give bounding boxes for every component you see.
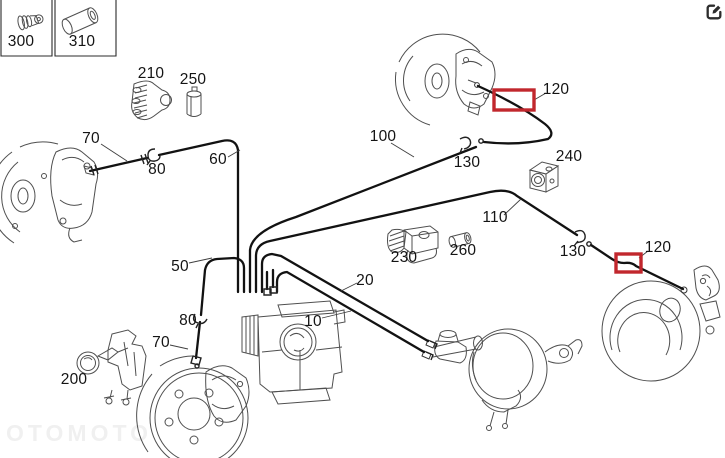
callout-10: 10: [304, 313, 322, 330]
edit-open-external-icon[interactable]: [704, 2, 724, 22]
bracket-230-sketch: [387, 225, 439, 264]
callout-80-front-left: 80: [148, 161, 166, 178]
bleeder-screw-300-sketch: [17, 14, 44, 31]
front-right-wheel-assembly: [395, 33, 496, 126]
pipe-50: [199, 256, 246, 317]
hose-70-front-left: [88, 156, 149, 173]
pipe-20: [260, 252, 430, 343]
bracket-200-sketch: [76, 329, 147, 406]
pipe-ends: [265, 268, 275, 291]
sleeve-250-sketch: [186, 86, 202, 117]
clip-80-lower: [192, 313, 208, 329]
lower-left-wheel-assembly: [136, 355, 250, 458]
sleeve-310-sketch: [61, 7, 99, 35]
callout-130-rear: 130: [559, 243, 587, 260]
fitting-pipe-20: [429, 340, 438, 350]
callout-120-front: 120: [542, 81, 570, 98]
master-cylinder-booster: [421, 328, 583, 431]
callout-310: 310: [68, 33, 96, 50]
pipe-10: [275, 270, 426, 354]
callout-120-rear: 120: [644, 239, 672, 256]
leader-lines: [100, 92, 649, 350]
callout-250: 250: [179, 71, 207, 88]
inset-cell-310: [54, 0, 117, 57]
callout-260: 260: [449, 242, 477, 259]
callout-20: 20: [356, 272, 374, 289]
callout-110: 110: [482, 209, 508, 226]
watermark: OTOMOTO: [6, 420, 152, 446]
sleeve-260-sketch: [448, 232, 472, 248]
connector-240-sketch: [528, 161, 560, 193]
fitting-70-left: [90, 164, 99, 176]
callout-60: 60: [209, 151, 227, 168]
abs-hydraulic-unit: [241, 300, 346, 405]
callout-130-front: 130: [453, 154, 481, 171]
pipe-end-fittings: [263, 286, 278, 296]
callout-50: 50: [171, 258, 189, 275]
fitting-pipe-10: [425, 351, 434, 361]
callout-300: 300: [7, 33, 35, 50]
callout-200: 200: [60, 371, 88, 388]
clip-130-rear: [573, 229, 586, 247]
icon-frame: [706, 4, 722, 20]
pipe-100: [248, 145, 478, 294]
callout-240: 240: [555, 148, 583, 165]
clip-130-front: [459, 136, 472, 154]
callout-80-lower: 80: [179, 312, 197, 329]
clips-and-fittings: [90, 136, 592, 369]
callout-70-front-left: 70: [82, 130, 100, 147]
clip-80-front-left: [146, 148, 161, 166]
inset-cell-300: [0, 0, 53, 57]
callout-230: 230: [390, 249, 418, 266]
icon-pencil: [712, 5, 721, 14]
callout-70-lower: 70: [152, 334, 170, 351]
pipe-60: [157, 139, 240, 294]
front-left-wheel-assembly: [0, 141, 99, 244]
hose-70-lower: [194, 320, 202, 360]
hose-120-front: [476, 84, 553, 145]
inset-parts-table: [0, 0, 117, 57]
brake-pipes: [88, 84, 685, 360]
callout-100: 100: [369, 128, 397, 145]
pipe-110: [254, 189, 579, 294]
rear-right-wheel-assembly: [601, 265, 721, 382]
highlight-box-120-front[interactable]: [492, 88, 536, 112]
junction-210-sketch: [131, 80, 172, 121]
highlight-box-120-rear[interactable]: [614, 252, 643, 274]
callout-210: 210: [137, 65, 165, 82]
